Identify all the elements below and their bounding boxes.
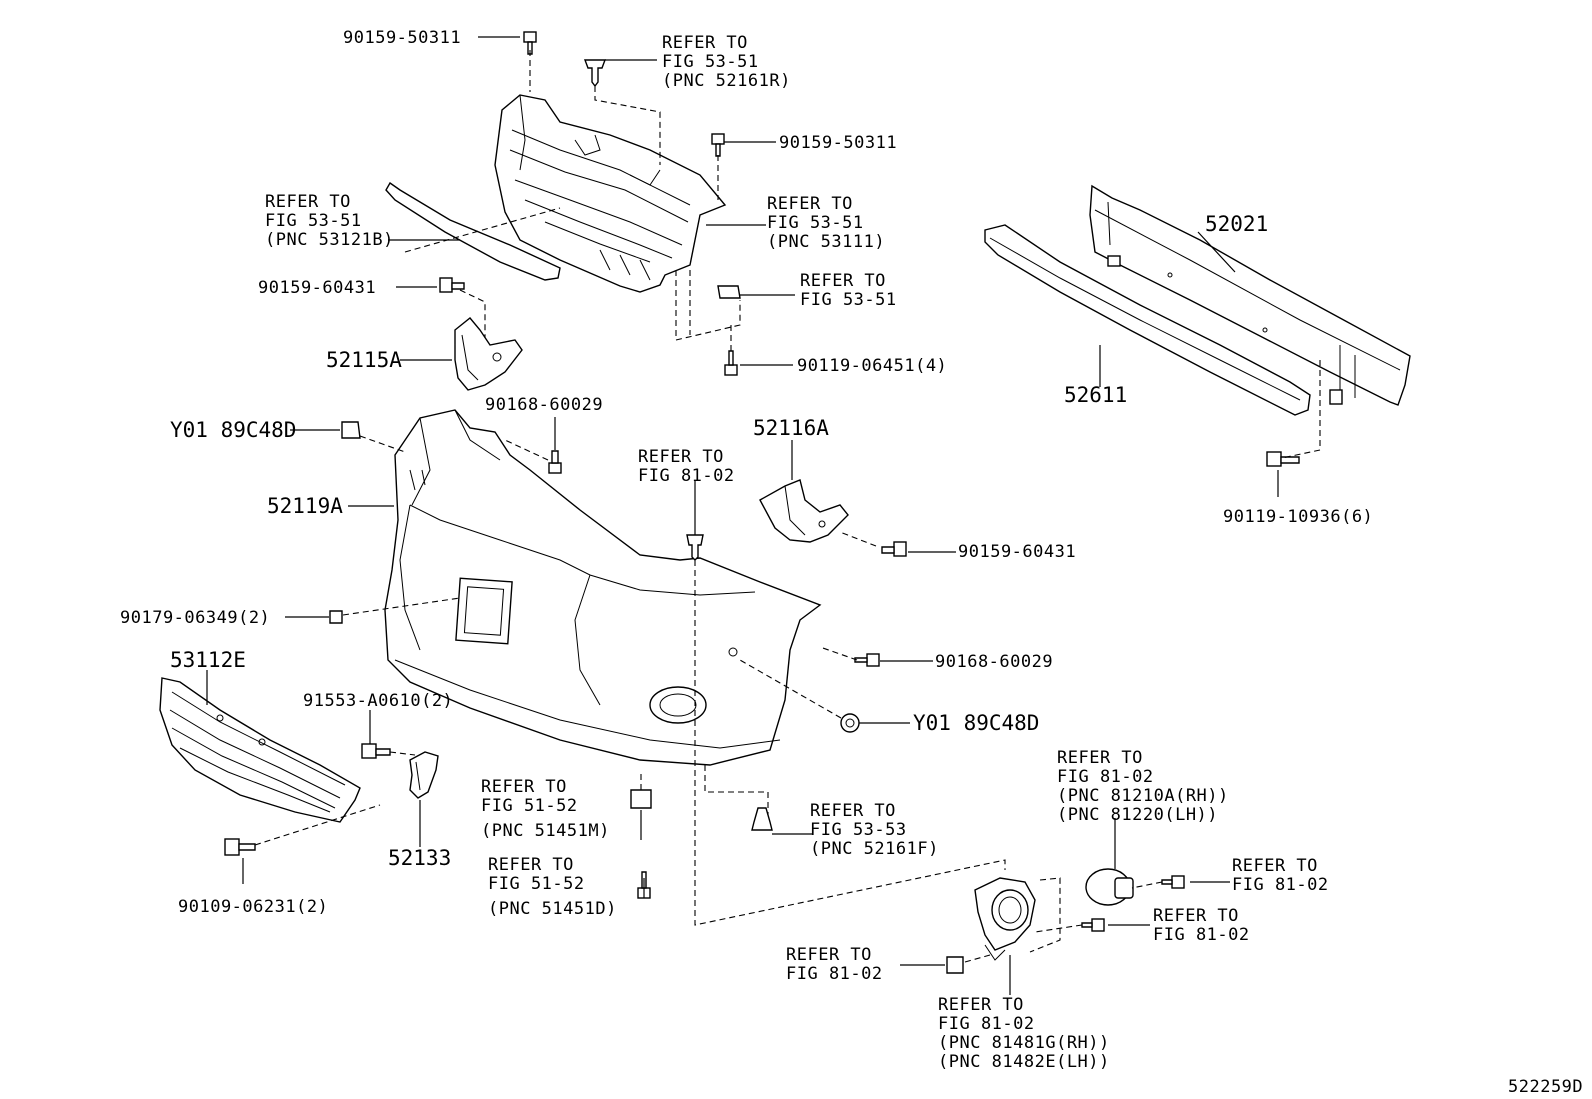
refer-bracket-line2: FIG 81-02 [938, 1014, 1035, 1034]
refer-52161R-line3: (PNC 52161R) [662, 71, 791, 91]
refer-51451D-line2: FIG 51-52 [488, 874, 585, 894]
refer-lamp-line1: REFER TO [1057, 748, 1143, 768]
refer-52161F-line3: (PNC 52161F) [810, 839, 939, 859]
refer-53111-line3: (PNC 53111) [767, 232, 885, 252]
diagram-id: 522259D [1508, 1077, 1583, 1097]
label-90159-60431-lower: 90159-60431 [958, 542, 1076, 562]
refer-lamp-line2: FIG 81-02 [1057, 767, 1154, 787]
upper-grille-drawing [494, 94, 727, 293]
label-90159-60431-upper: 90159-60431 [258, 278, 376, 298]
refer-53111-line1: REFER TO [767, 194, 853, 214]
refer-screw-line1: REFER TO [1153, 906, 1239, 926]
label-52133: 52133 [388, 846, 451, 870]
label-90109-06231: 90109-06231(2) [178, 897, 328, 917]
refer-51451M-line2: FIG 51-52 [481, 796, 578, 816]
refer-bracket-line3: (PNC 81481G(RH)) [938, 1033, 1110, 1053]
label-Y0189C48D-lower: Y01 89C48D [913, 711, 1039, 735]
label-90159-50311-right: 90159-50311 [779, 133, 897, 153]
label-91553-A0610: 91553-A0610(2) [303, 691, 453, 711]
refer-bracket-line4: (PNC 81482E(LH)) [938, 1052, 1110, 1072]
label-52115A: 52115A [326, 348, 402, 372]
refer-52161R-line2: FIG 53-51 [662, 52, 759, 72]
refer-bracket-line1: REFER TO [938, 995, 1024, 1015]
refer-53121B-line1: REFER TO [265, 192, 351, 212]
refer-53111-line2: FIG 53-51 [767, 213, 864, 233]
label-90159-50311-top: 90159-50311 [343, 28, 461, 48]
label-Y0189C48D-upper: Y01 89C48D [170, 418, 296, 442]
refer-lamp-line3: (PNC 81210A(RH)) [1057, 786, 1229, 806]
lower-grille-53112E-drawing [159, 677, 361, 823]
refer-nut-line1: REFER TO [800, 271, 886, 291]
label-90179-06349: 90179-06349(2) [120, 608, 270, 628]
label-52116A: 52116A [753, 416, 829, 440]
refer-nut-line2: FIG 53-51 [800, 290, 897, 310]
refer-51451M-line3: (PNC 51451M) [481, 821, 610, 841]
label-90168-60029-upper: 90168-60029 [485, 395, 603, 415]
refer-53121B-line3: (PNC 53121B) [265, 230, 394, 250]
label-90119-06451: 90119-06451(4) [797, 356, 947, 376]
dashed-lines [254, 50, 1321, 963]
refer-51451D-line3: (PNC 51451D) [488, 899, 617, 919]
refer-8102-clip-line2: FIG 81-02 [638, 466, 735, 486]
refer-52161F-line1: REFER TO [810, 801, 896, 821]
bumper-cover-52119A-drawing [384, 409, 822, 766]
absorber-52611-drawing [984, 224, 1311, 416]
refer-bulb-line1: REFER TO [1232, 856, 1318, 876]
bracket-52115A-drawing [454, 317, 523, 391]
refer-51451D-line1: REFER TO [488, 855, 574, 875]
refer-screw-line2: FIG 81-02 [1153, 925, 1250, 945]
label-90168-60029-lower: 90168-60029 [935, 652, 1053, 672]
label-52119A: 52119A [267, 494, 343, 518]
label-group: 90159-50311 REFER TO FIG 53-51 (PNC 5216… [120, 28, 1583, 1097]
bracket-52116A-drawing [759, 479, 849, 543]
refer-52161F-line2: FIG 53-53 [810, 820, 907, 840]
refer-lamp-line4: (PNC 81220(LH)) [1057, 805, 1218, 825]
reinforcement-52021-drawing [1089, 184, 1411, 406]
bracket-52133-drawing [409, 751, 439, 799]
refer-bulb-line2: FIG 81-02 [1232, 875, 1329, 895]
leader-lines [206, 36, 1279, 995]
refer-nut-8102-line1: REFER TO [786, 945, 872, 965]
refer-8102-clip-line1: REFER TO [638, 447, 724, 467]
refer-53121B-line2: FIG 53-51 [265, 211, 362, 231]
label-52611: 52611 [1064, 383, 1127, 407]
fog-lamp-bracket-drawing [974, 877, 1036, 961]
label-53112E: 53112E [170, 648, 246, 672]
refer-52161R-line1: REFER TO [662, 33, 748, 53]
refer-51451M-line1: REFER TO [481, 777, 567, 797]
fog-lamp-drawing [1085, 868, 1134, 906]
moulding-strip-drawing [385, 181, 561, 281]
refer-nut-8102-line2: FIG 81-02 [786, 964, 883, 984]
label-52021: 52021 [1205, 212, 1268, 236]
label-90119-10936: 90119-10936(6) [1223, 507, 1373, 527]
